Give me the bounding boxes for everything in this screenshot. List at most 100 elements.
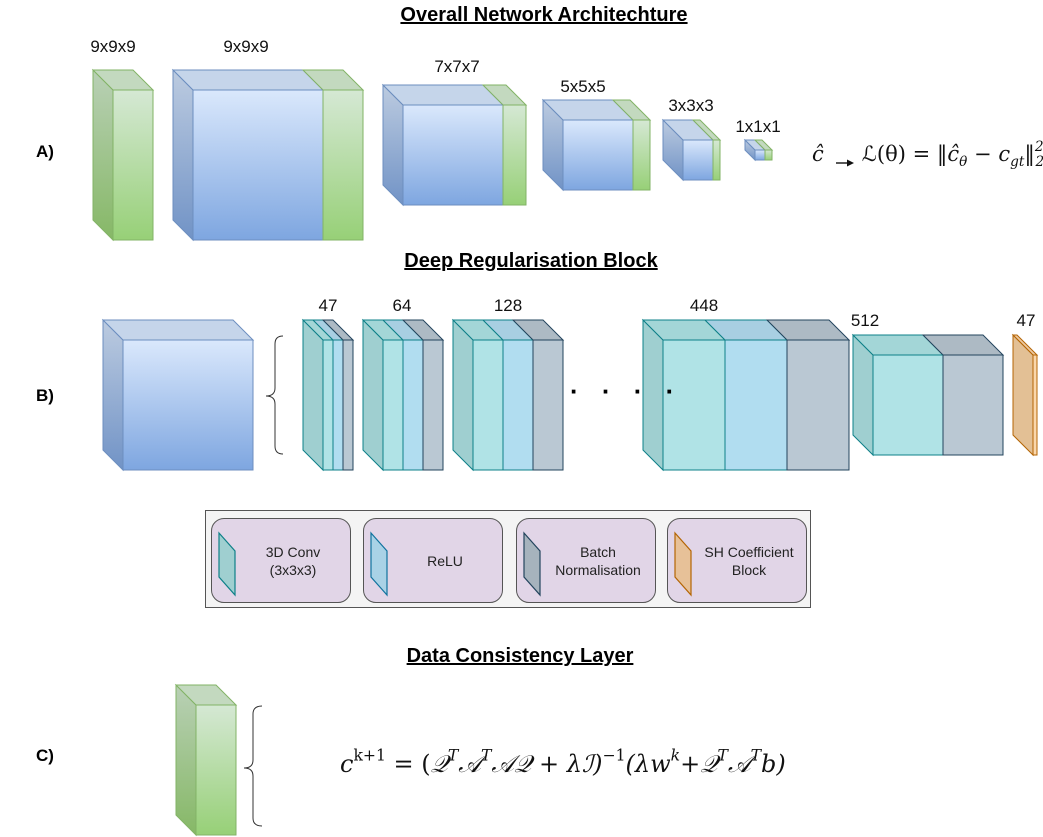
- block-conv-64-front-1: [402, 339, 424, 471]
- channel-label-64: 64: [392, 296, 412, 315]
- block-conv-128-side: [452, 318, 474, 472]
- block-b-input-top-0: [101, 319, 255, 341]
- eq-q: 𝒬: [430, 750, 448, 778]
- eq-c: c: [340, 750, 354, 778]
- block-dc-input-side: [175, 683, 197, 837]
- data-consistency-equation: ck+1 = (𝒬T𝒜T𝒜𝒬 + λℐ)−1(λwk+𝒬T𝒜Tb): [340, 748, 786, 778]
- eq-t4: T: [750, 746, 761, 765]
- legend-item-sh-coefficient: SH Coefficient Block: [667, 518, 807, 603]
- block-layer4-3x3x3: [661, 118, 722, 182]
- section-a-title: Overall Network Architechture: [400, 4, 688, 26]
- block-output-1x1x1-front-0: [754, 149, 766, 161]
- block-layer2-7x7x7-side: [382, 83, 404, 207]
- loss-arrow-icon: [836, 159, 854, 167]
- block-layer3-5x5x5-front-1: [632, 119, 651, 191]
- block-layer1-9x9x9-side: [172, 68, 194, 242]
- eq-c-sup: k+1: [353, 746, 386, 765]
- section-a-label: A): [36, 142, 54, 161]
- block-conv-512-front-1: [942, 354, 1004, 456]
- channel-label-448: 448: [689, 296, 719, 315]
- block-layer2-7x7x7-front-1: [502, 104, 527, 206]
- loss-norm-close: ‖: [1024, 142, 1035, 166]
- block-layer1-9x9x9-front-0: [192, 89, 324, 241]
- block-conv-448-front-2: [786, 339, 850, 471]
- block-dc-input-front-0: [195, 704, 237, 836]
- block-layer1-9x9x9-front-1: [322, 89, 364, 241]
- eq-t1: T: [447, 746, 459, 765]
- legend-label-batchnorm: Batch Normalisation: [555, 543, 641, 578]
- block-conv-47-side: [302, 318, 324, 472]
- section-b-label: B): [36, 386, 54, 405]
- block-conv-64-front-0: [382, 339, 404, 471]
- dim-label-input: 9x9x9: [90, 37, 136, 56]
- block-conv-128-front-2: [532, 339, 564, 471]
- loss-norm-open: ‖ĉ: [936, 142, 960, 166]
- block-layer3-5x5x5-front-0: [562, 119, 634, 191]
- block-output-1x1x1-front-1: [764, 149, 773, 161]
- block-layer2-7x7x7-front-0: [402, 104, 504, 206]
- eq-plus-q: +𝒬: [680, 750, 718, 778]
- block-conv-128-front-1: [502, 339, 534, 471]
- block-conv-47-front-1: [332, 339, 344, 471]
- loss-sup: 2: [1034, 138, 1043, 155]
- block-conv-128-front-0: [472, 339, 504, 471]
- dim-label-layer1: 9x9x9: [223, 37, 269, 56]
- block-layer1-9x9x9: [171, 68, 365, 242]
- channel-label-47: 47: [318, 296, 338, 315]
- eq-lambda-w: (λw: [625, 750, 671, 778]
- row-c-blocks: [174, 683, 238, 837]
- legend-item-conv: 3D Conv (3x3x3): [211, 518, 351, 603]
- block-input-9x9x9: [91, 68, 155, 242]
- block-conv-64: [361, 318, 445, 472]
- block-sh-coefficient-47-side: [1012, 333, 1034, 457]
- channel-label-47-output: 47: [1016, 311, 1036, 330]
- block-layer4-3x3x3-front-1: [712, 139, 721, 181]
- loss-gt-sub: gt: [1010, 153, 1025, 170]
- dim-label-output: 1x1x1: [735, 117, 781, 136]
- batchnorm-layer-icon: [523, 531, 541, 597]
- section-c-label: C): [36, 746, 54, 765]
- legend-item-batchnorm: Batch Normalisation: [516, 518, 656, 603]
- brace-b: [265, 335, 284, 455]
- eq-aq: 𝒜𝒬 + λℐ): [491, 750, 603, 778]
- eq-t2: T: [480, 746, 492, 765]
- block-dc-input: [174, 683, 238, 837]
- eq-k: k: [670, 746, 681, 765]
- sh-coefficient-block-icon: [674, 531, 692, 597]
- block-conv-128: [451, 318, 565, 472]
- block-conv-512: [851, 333, 1005, 457]
- loss-theta-sub: θ: [959, 153, 968, 170]
- block-conv-512-front-0: [872, 354, 944, 456]
- brace-c: [243, 705, 263, 827]
- block-layer4-3x3x3-front-0: [682, 139, 714, 181]
- block-input-9x9x9-side: [92, 68, 114, 242]
- dim-label-layer4: 3x3x3: [668, 96, 714, 115]
- eq-a2: 𝒜: [727, 750, 751, 778]
- block-conv-64-front-2: [422, 339, 444, 471]
- dim-label-layer2: 7x7x7: [434, 57, 480, 76]
- block-sh-coefficient-47: [1011, 333, 1039, 457]
- conv-layer-icon: [218, 531, 236, 597]
- legend-label-conv: 3D Conv (3x3x3): [265, 543, 321, 578]
- eq-inverse: −1: [602, 746, 626, 765]
- loss-equation: ĉℒ(θ) = ‖ĉθ − cgt‖22: [812, 138, 1043, 169]
- row-a-blocks: [91, 68, 774, 242]
- eq-equals: = (: [385, 750, 431, 778]
- block-conv-512-side: [852, 333, 874, 457]
- block-conv-64-side: [362, 318, 384, 472]
- eq-b: b): [761, 750, 786, 778]
- legend-label-relu: ReLU: [427, 552, 463, 569]
- eq-t3: T: [717, 746, 728, 765]
- block-conv-47: [301, 318, 355, 472]
- block-output-1x1x1: [743, 138, 774, 162]
- section-b-title: Deep Regularisation Block: [404, 250, 658, 272]
- block-layer3-5x5x5: [541, 98, 652, 192]
- block-conv-448-front-1: [724, 339, 788, 471]
- relu-layer-icon: [370, 531, 388, 597]
- legend: 3D Conv (3x3x3) ReLU Batch Normalisation…: [205, 510, 811, 608]
- section-c-title: Data Consistency Layer: [406, 645, 634, 667]
- block-layer1-9x9x9-top-0: [171, 69, 325, 91]
- block-conv-47-front-2: [342, 339, 354, 471]
- loss-sub: 2: [1036, 154, 1043, 170]
